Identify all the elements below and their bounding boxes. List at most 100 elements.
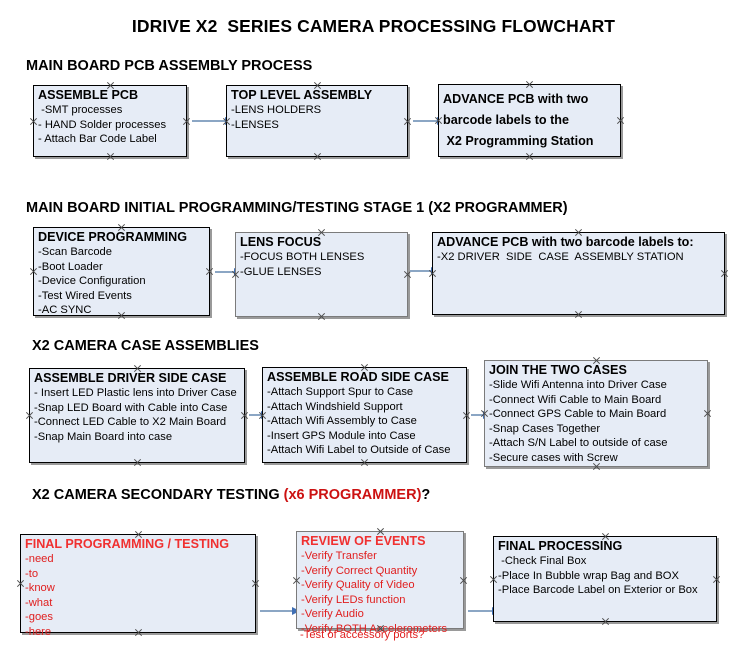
box-line: -Boot Loader: [38, 260, 103, 273]
box-title: TOP LEVEL ASSEMBLY: [231, 88, 373, 102]
box-title: REVIEW OF EVENTS: [301, 534, 426, 548]
resize-handle-bottom[interactable]: [106, 152, 115, 161]
box-line: - HAND Solder processes: [38, 118, 167, 131]
box-line: -Snap LED Board with Cable into Case: [34, 401, 228, 414]
box-line: -what: [25, 596, 53, 609]
box-line: -know: [25, 582, 55, 594]
box-line: -Verify LEDs function: [301, 593, 406, 606]
connector-pcb-to-top-level: [192, 117, 233, 125]
section-heading-secondary-testing: X2 CAMERA SECONDARY TESTING (x6 PROGRAMM…: [32, 487, 430, 503]
resize-handle-bottom[interactable]: [601, 617, 610, 626]
resize-handle-bottom[interactable]: [317, 312, 326, 321]
box-final-processing[interactable]: FINAL PROCESSING -Check Final Box -Place…: [493, 536, 717, 622]
box-line: -Attach Support Spur to Case: [267, 386, 414, 398]
box-line: -Secure cases with Screw: [489, 451, 618, 464]
box-line: -Attach Wifi Assembly to Case: [267, 415, 417, 427]
box-top-level-assembly[interactable]: TOP LEVEL ASSEMBLY -LENS HOLDERS -LENSES: [226, 85, 408, 157]
box-title: ASSEMBLE PCB: [38, 88, 139, 102]
box-line: -Insert GPS Module into Case: [267, 429, 416, 442]
connector-final-programming-to-review: [260, 607, 300, 615]
box-line: -Connect Wifi Cable to Main Board: [489, 393, 662, 406]
box-line: -Verify Correct Quantity: [301, 564, 418, 577]
box-advance-pcb-driver-side-station[interactable]: ADVANCE PCB with two barcode labels to: …: [432, 232, 725, 315]
box-line: -need: [25, 553, 54, 565]
box-line: -here: [25, 625, 52, 638]
connector-top-level-to-advance: [413, 117, 445, 125]
box-lens-focus[interactable]: LENS FOCUS -FOCUS BOTH LENSES -GLUE LENS…: [235, 232, 408, 317]
resize-handle-bottom[interactable]: [574, 310, 583, 319]
page-title: IDRIVE X2 SERIES CAMERA PROCESSING FLOWC…: [131, 16, 616, 36]
box-assemble-pcb[interactable]: ASSEMBLE PCB -SMT processes - HAND Solde…: [33, 85, 187, 157]
section-heading-case-assemblies: X2 CAMERA CASE ASSEMBLIES: [32, 338, 259, 354]
box-line: -Connect GPS Cable to Main Board: [489, 408, 667, 420]
connector-device-prog-to-lens-focus: [215, 268, 242, 276]
box-line: -Test Wired Events: [38, 289, 132, 302]
box-line: -Attach Wifi Label to Outside of Case: [267, 444, 451, 456]
box-line: -Attach Windshield Support: [267, 400, 403, 413]
box-line: -Verify Audio: [301, 608, 364, 620]
box-line: -GLUE LENSES: [240, 265, 322, 278]
box-line: -to: [25, 567, 39, 580]
box-line: -goes: [25, 611, 53, 623]
section-heading-suffix: ?: [421, 487, 431, 503]
box-line: -AC SYNC: [38, 304, 92, 316]
section-heading-text: X2 CAMERA SECONDARY TESTING: [32, 487, 284, 503]
resize-handle-left[interactable]: [25, 411, 34, 420]
box-advance-pcb-programming-station[interactable]: ADVANCE PCB with two barcode labels to t…: [438, 84, 621, 157]
resize-handle-bottom[interactable]: [313, 152, 322, 161]
box-line: -LENS HOLDERS: [231, 104, 322, 116]
box-line-overflow: -Test of accessory ports?: [300, 629, 425, 641]
box-line: -Device Configuration: [38, 275, 146, 287]
box-device-programming[interactable]: DEVICE PROGRAMMING -Scan Barcode -Boot L…: [33, 227, 210, 316]
resize-handle-bottom[interactable]: [133, 458, 142, 467]
section-heading-initial-programming: MAIN BOARD INITIAL PROGRAMMING/TESTING S…: [26, 200, 568, 216]
box-line: - Attach Bar Code Label: [38, 133, 157, 145]
box-line: -Verify Transfer: [301, 550, 377, 562]
box-line: -LENSES: [231, 118, 279, 131]
box-title: FINAL PROCESSING: [498, 539, 623, 553]
resize-handle-right[interactable]: [720, 269, 729, 278]
box-line: -Place Barcode Label on Exterior or Box: [498, 584, 698, 596]
box-line: -Place In Bubble wrap Bag and BOX: [498, 569, 679, 582]
resize-handle-bottom[interactable]: [525, 152, 534, 161]
box-line: -Verify BOTH Accelerometers: [301, 622, 448, 635]
box-line: barcode labels to the: [443, 113, 569, 127]
box-title: LENS FOCUS: [240, 235, 322, 249]
box-review-of-events[interactable]: REVIEW OF EVENTS -Verify Transfer -Verif…: [296, 531, 464, 635]
resize-handle-left[interactable]: [489, 575, 498, 584]
box-line: -Check Final Box: [498, 555, 587, 567]
box-line: -SMT processes: [38, 104, 123, 116]
box-line: -Scan Barcode: [38, 246, 113, 258]
box-line: -Snap Main Board into case: [34, 430, 173, 443]
box-line: -Slide Wifi Antenna into Driver Case: [489, 379, 667, 391]
box-line: - Insert LED Plastic lens into Driver Ca…: [34, 387, 237, 399]
connector-road-case-to-join-cases: [471, 411, 491, 419]
resize-handle-left[interactable]: [29, 117, 38, 126]
connector-driver-case-to-road-case: [249, 411, 269, 419]
resize-handle-left[interactable]: [16, 579, 25, 588]
box-line: -Verify Quality of Video: [301, 579, 415, 591]
box-title: ADVANCE PCB with two barcode labels to:: [437, 235, 694, 249]
box-title: ASSEMBLE ROAD SIDE CASE: [267, 370, 449, 384]
resize-handle-left[interactable]: [292, 576, 301, 585]
section-heading-accent: (x6 PROGRAMMER): [283, 487, 422, 503]
connector-review-to-final-processing: [468, 607, 500, 615]
resize-handle-bottom[interactable]: [360, 458, 369, 467]
box-line: X2 Programming Station: [443, 134, 594, 148]
connector-lens-focus-to-advance: [410, 267, 439, 275]
box-line: -Attach S/N Label to outside of case: [489, 437, 668, 449]
box-assemble-road-side-case[interactable]: ASSEMBLE ROAD SIDE CASE -Attach Support …: [262, 367, 467, 463]
box-title: ADVANCE PCB with two: [443, 92, 589, 106]
box-join-the-two-cases[interactable]: JOIN THE TWO CASES -Slide Wifi Antenna i…: [484, 360, 708, 467]
box-line: -Snap Cases Together: [489, 422, 601, 435]
box-line: -Connect LED Cable to X2 Main Board: [34, 416, 227, 428]
box-title: ASSEMBLE DRIVER SIDE CASE: [34, 371, 227, 385]
box-final-programming-testing[interactable]: FINAL PROGRAMMING / TESTING -need -to -k…: [20, 534, 256, 638]
resize-handle-left[interactable]: [29, 267, 38, 276]
box-title: FINAL PROGRAMMING / TESTING: [25, 537, 230, 551]
box-title: DEVICE PROGRAMMING: [38, 230, 188, 244]
resize-handle-top[interactable]: [525, 80, 534, 89]
section-heading-pcb-assembly: MAIN BOARD PCB ASSEMBLY PROCESS: [26, 58, 313, 74]
box-line: -FOCUS BOTH LENSES: [240, 251, 365, 263]
box-assemble-driver-side-case[interactable]: ASSEMBLE DRIVER SIDE CASE - Insert LED P…: [29, 368, 245, 463]
